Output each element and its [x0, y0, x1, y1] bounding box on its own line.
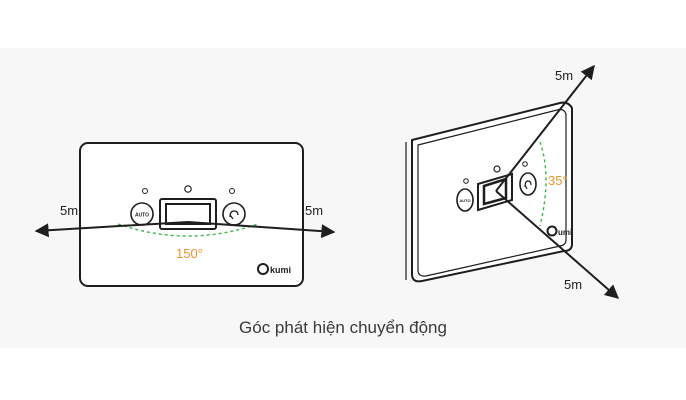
right-range-label-bottom: 5m: [564, 277, 582, 292]
right-hand-icon: [524, 180, 532, 190]
left-range-label-left: 5m: [60, 203, 78, 218]
right-auto-button: [456, 188, 474, 212]
left-switch-panel: AUTO 5m 5m 150° kumi: [34, 142, 336, 287]
left-rocker-inner: [165, 203, 211, 225]
hand-icon: [229, 210, 239, 220]
right-auto-label: AUTO: [459, 198, 470, 203]
left-angle-label: 150°: [176, 246, 203, 261]
left-logo-text: kumi: [270, 265, 291, 275]
left-hand-button: [222, 202, 246, 226]
right-sensor-dot: [493, 165, 501, 173]
right-range-label-top: 5m: [555, 68, 573, 83]
left-range-line-right: [187, 221, 336, 239]
right-hand-button: [519, 172, 537, 196]
left-led-dot-2: [229, 188, 235, 194]
right-range-line-bottom: [495, 190, 620, 299]
left-led-dot: [142, 188, 148, 194]
right-panel-inner-edge: [417, 108, 567, 277]
diagram-stage: AUTO 5m 5m 150° kumi AUTO: [0, 48, 686, 348]
left-auto-label: AUTO: [135, 213, 149, 219]
right-detection-arc: [539, 141, 547, 227]
left-range-line-left: [34, 221, 189, 238]
right-range-line-top: [495, 64, 595, 192]
right-logo-mark: [546, 225, 558, 237]
diagram-caption: Góc phát hiện chuyển động: [239, 318, 447, 337]
left-sensor-dot: [184, 185, 192, 193]
left-logo-mark: [257, 263, 269, 275]
right-led-dot: [463, 178, 469, 184]
left-range-label-right: 5m: [305, 203, 323, 218]
right-led-dot-2: [522, 161, 528, 167]
right-logo-text: umi: [558, 228, 572, 237]
right-angle-label: 35°: [548, 173, 568, 188]
right-switch-panel: AUTO 5m 5m 35° umi: [405, 64, 620, 299]
